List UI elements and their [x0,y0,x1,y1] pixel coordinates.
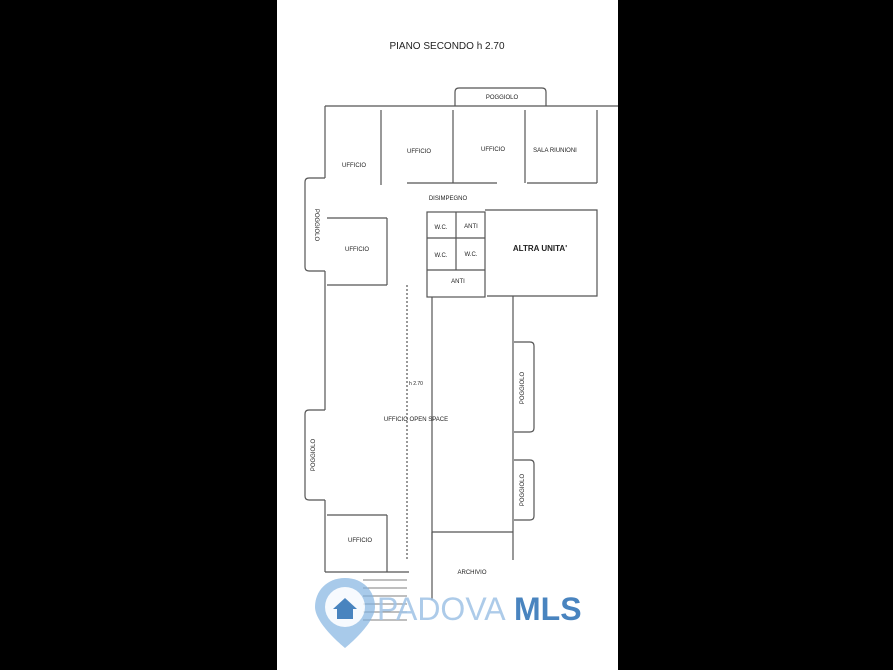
floor-plan: PIANO SECONDO h 2.70 POGGIOLO POGGIOLO P… [304,41,618,621]
house-pin-icon: PADOVA MLS [315,578,582,648]
room-label-h: h 2.70 [409,381,423,387]
room-label-wc-3: W.C. [465,252,478,258]
watermark-brand-part2: MLS [514,591,582,627]
room-label-ufficio-2: UFFICIO [407,149,431,155]
room-label-ufficio-3: UFFICIO [481,147,505,153]
room-label-anti-2: ANTI [451,279,465,285]
room-label-disimpegno: DISIMPEGNO [429,196,468,202]
balcony-label-right-upper: POGGIOLO [520,371,526,404]
room-label-wc-1: W.C. [435,225,448,231]
room-label-ufficio-1: UFFICIO [342,163,366,169]
plan-title: PIANO SECONDO h 2.70 [389,41,504,52]
room-label-ufficio-5: UFFICIO [348,538,372,544]
room-label-open-space: UFFICIO OPEN SPACE [384,417,448,423]
room-label-wc-2: W.C. [435,253,448,259]
balcony-label-right-lower: POGGIOLO [520,473,526,506]
watermark-brand-part1: PADOVA [377,591,506,627]
balcony-label-left-upper: POGGIOLO [313,209,319,242]
room-label-altra-unita: ALTRA UNITA' [513,244,567,253]
padovamls-watermark: PADOVA MLS [311,574,601,654]
room-label-archivio: ARCHIVIO [457,570,486,576]
room-label-ufficio-4: UFFICIO [345,247,369,253]
room-label-anti-1: ANTI [464,224,478,230]
balcony-label-left-lower: POGGIOLO [311,438,317,471]
plan-sheet: PIANO SECONDO h 2.70 POGGIOLO POGGIOLO P… [277,0,618,670]
balcony-label-top: POGGIOLO [486,95,519,101]
room-label-sala-riunioni: SALA RIUNIONI [533,148,577,154]
